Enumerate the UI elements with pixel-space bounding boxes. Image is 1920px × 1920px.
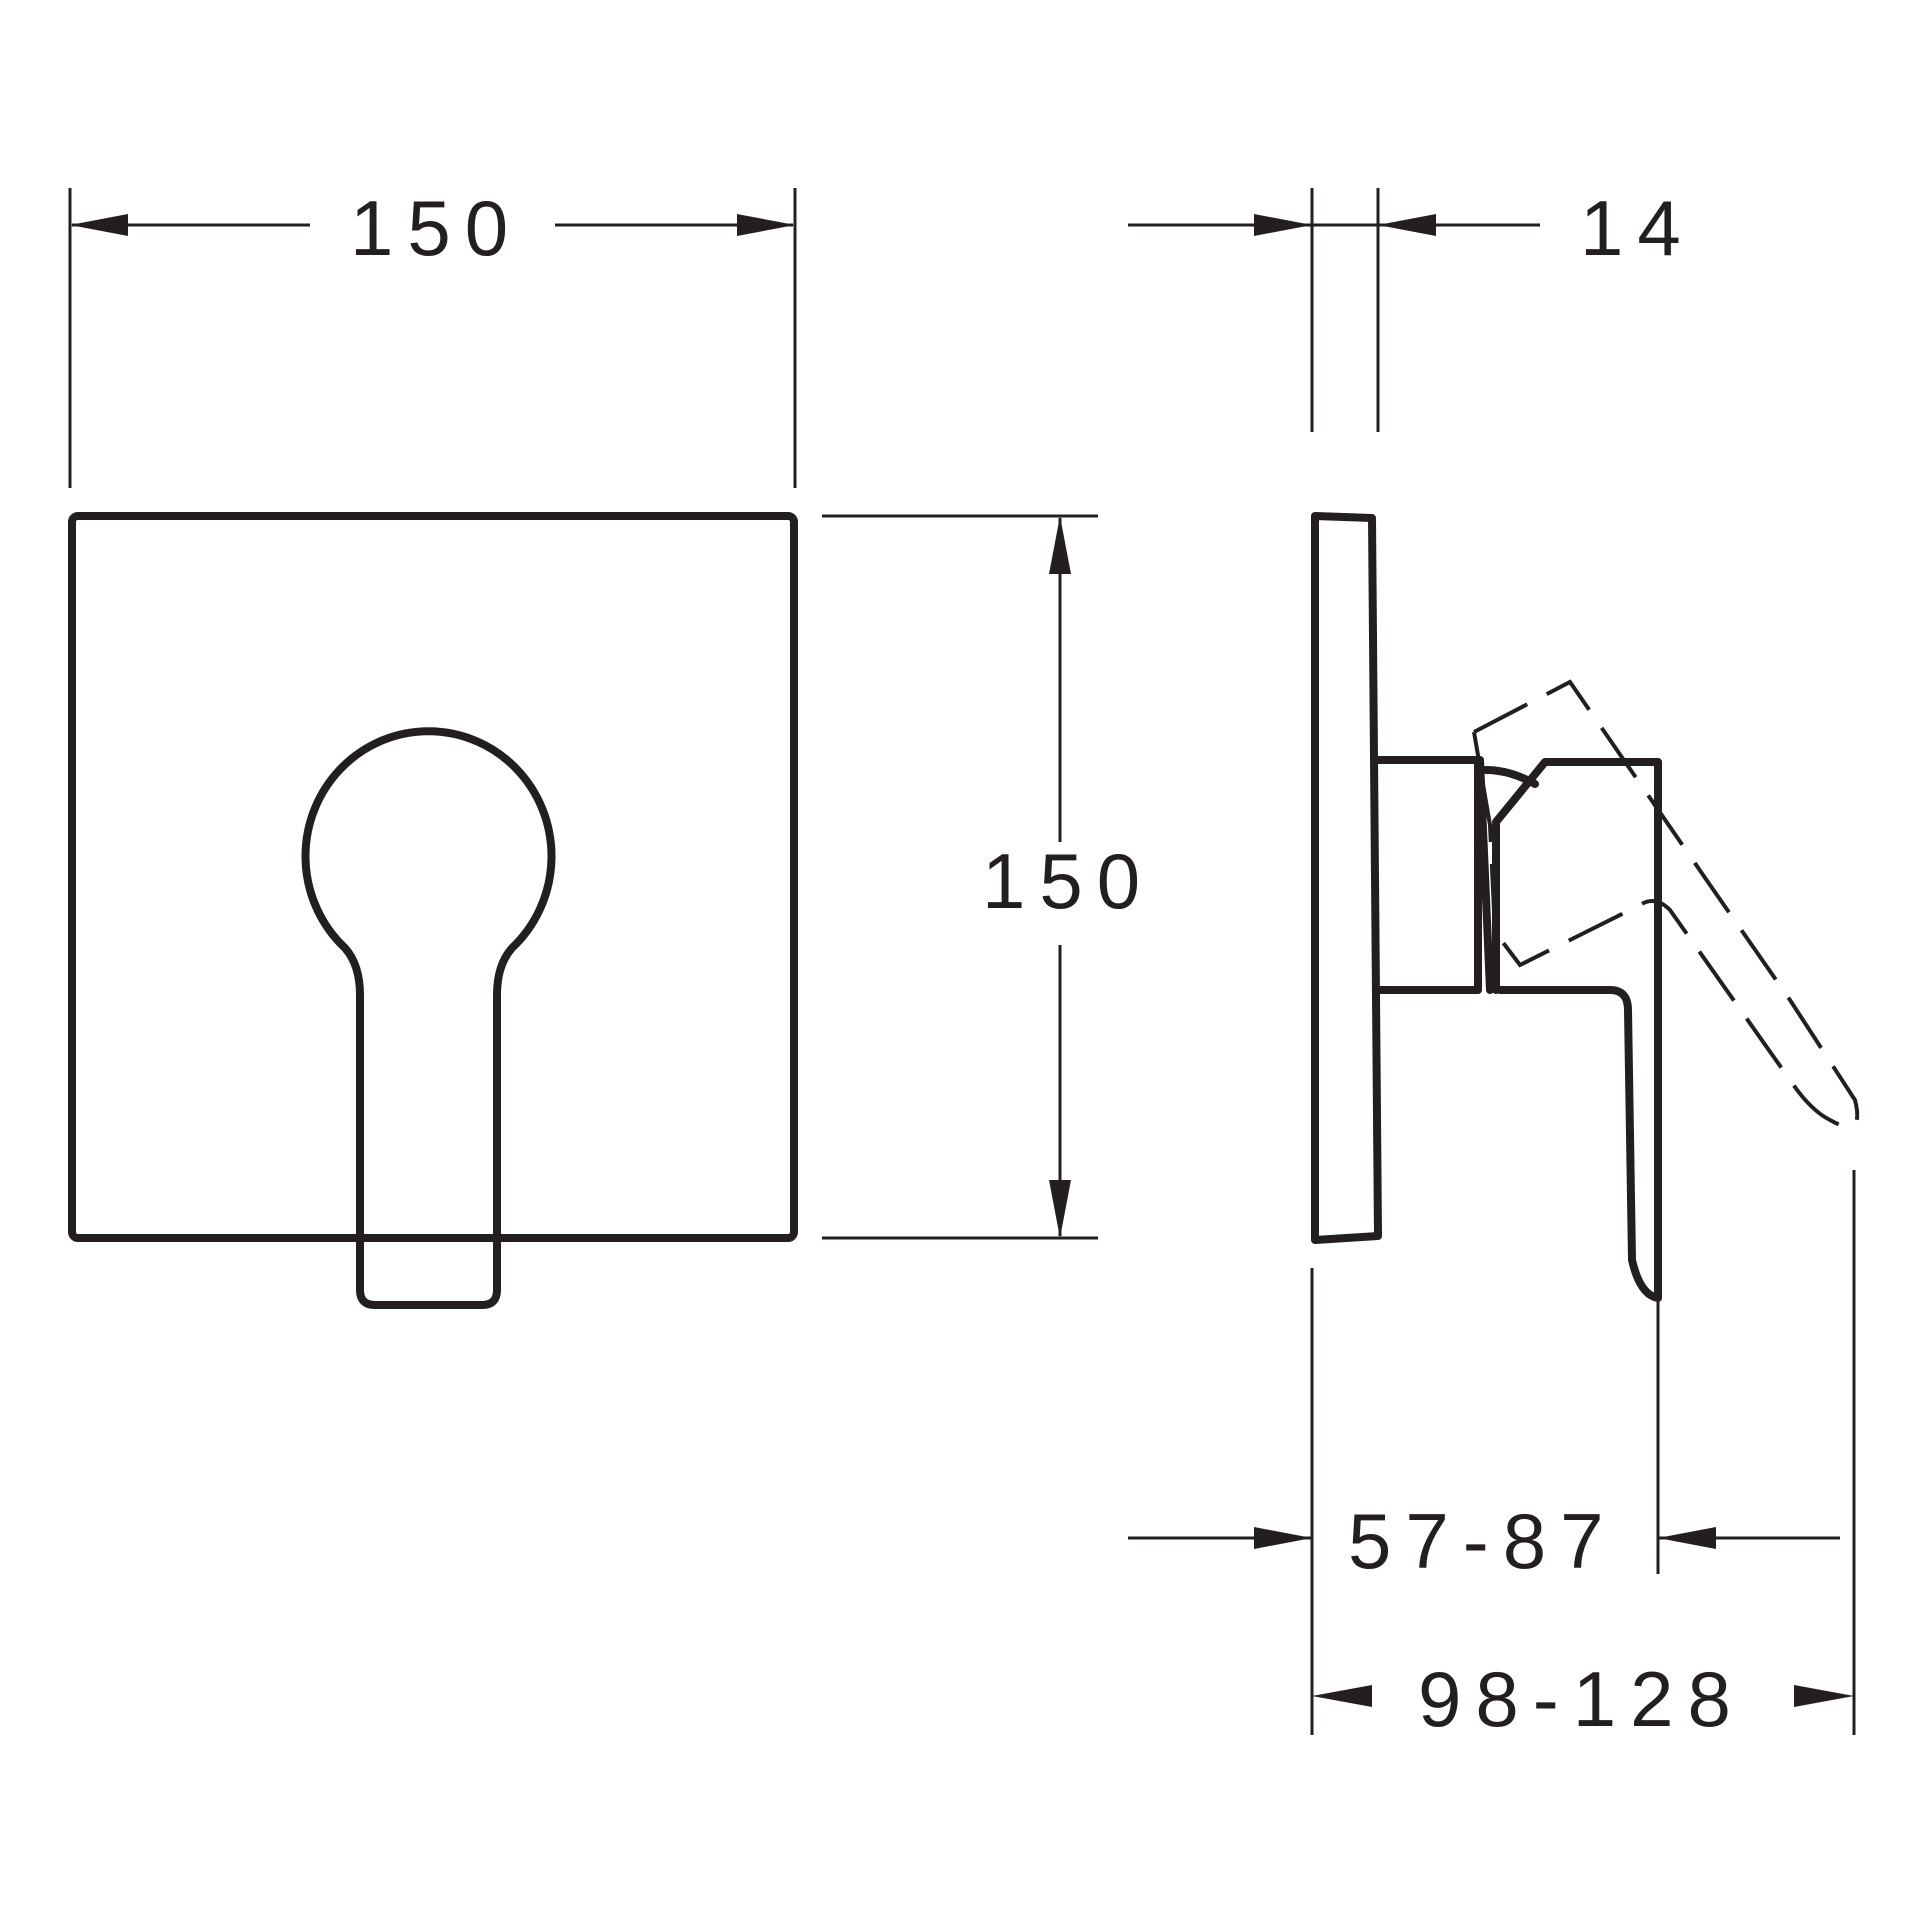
mixer-body-side [1374,756,1482,994]
front-view [68,512,798,1309]
dimension-width-150: 150 [68,184,797,488]
dimension-projection-57-87: 57-87 [1128,1268,1840,1735]
dimension-total-98-128: 98-128 [1312,1170,1856,1743]
projection-label: 57-87 [1348,1497,1618,1585]
thickness-label: 14 [1580,184,1695,272]
handle-raised-position [1472,679,1860,1129]
total-depth-label: 98-128 [1418,1655,1745,1743]
cover-plate-side [1311,512,1382,1244]
side-view [1311,512,1860,1302]
dimension-height-150: 150 [822,514,1154,1240]
handle-side [1492,758,1662,1302]
cover-plate-front [68,512,798,1242]
height-label: 150 [982,837,1154,925]
handle-front [301,727,556,1309]
dimension-thickness-14: 14 [1128,184,1695,432]
width-label: 150 [350,184,522,272]
